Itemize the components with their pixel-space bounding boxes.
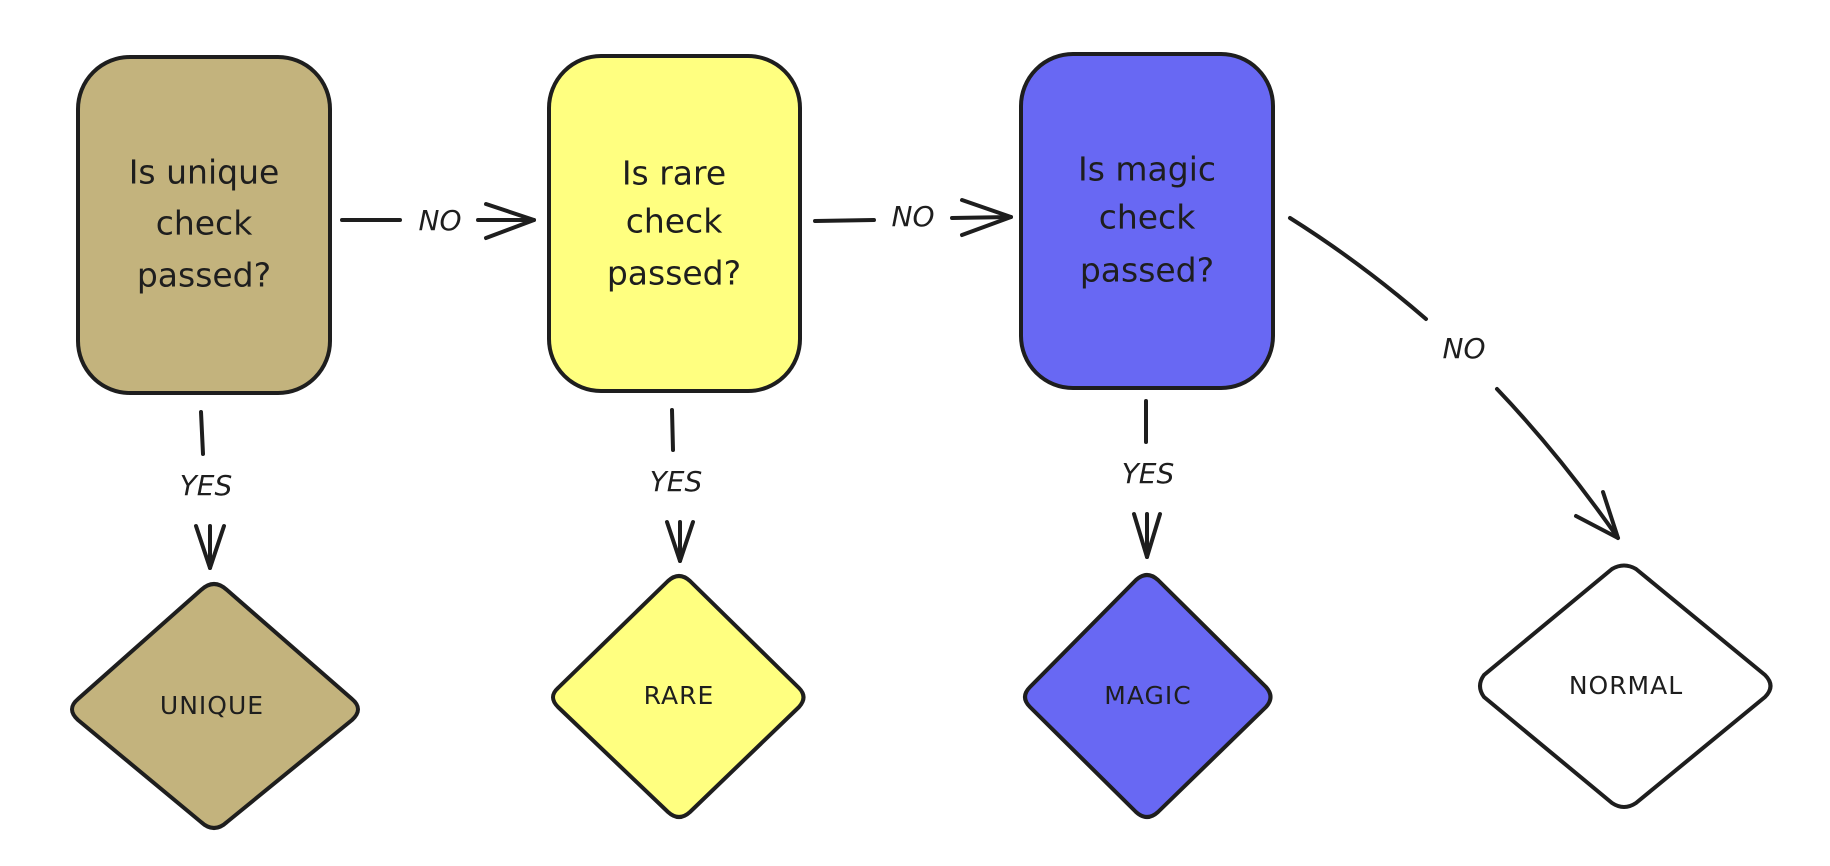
arrowhead-icon <box>1574 490 1620 540</box>
decision-magic-box <box>1019 52 1275 390</box>
arrowhead-icon <box>960 198 1013 237</box>
decision-magic-line-2: check <box>1099 198 1197 237</box>
decision-magic[interactable]: Is magic check passed? <box>1019 52 1275 390</box>
outcome-normal-label: NORMAL <box>1569 671 1683 700</box>
edge-rare-to-magic[interactable]: NO <box>813 198 1013 237</box>
outcome-magic[interactable]: MAGIC <box>1023 573 1273 819</box>
outcome-magic-label: MAGIC <box>1104 681 1191 710</box>
edge-line <box>1495 387 1620 540</box>
arrowhead-icon <box>484 202 536 240</box>
edge-yes-label: YES <box>1122 457 1175 490</box>
decision-unique-line-3: passed? <box>137 256 271 295</box>
outcome-normal-diamond <box>1478 563 1773 809</box>
decision-unique[interactable]: Is unique check passed? <box>76 55 332 395</box>
edge-yes-label: YES <box>180 469 233 502</box>
edge-line <box>950 215 1013 220</box>
edge-magic-to-normal[interactable]: NO <box>1288 216 1620 540</box>
decision-magic-line-1: Is magic <box>1078 150 1216 189</box>
decision-rare-line-1: Is rare <box>622 154 726 193</box>
edge-no-label: NO <box>419 204 462 237</box>
outcome-rare-label: RARE <box>644 681 715 710</box>
edge-no-label: NO <box>892 200 935 233</box>
edge-unique-yes[interactable]: YES <box>180 410 233 570</box>
outcome-magic-diamond <box>1023 573 1273 819</box>
edge-unique-to-rare[interactable]: NO <box>340 202 536 240</box>
outcome-normal[interactable]: NORMAL <box>1478 563 1773 809</box>
arrowhead-icon <box>194 524 226 570</box>
outcome-unique[interactable]: UNIQUE <box>70 582 360 830</box>
edge-rare-yes[interactable]: YES <box>650 408 703 563</box>
edge-line <box>813 218 876 223</box>
decision-unique-box <box>76 55 332 395</box>
outcome-rare-diamond <box>551 574 806 819</box>
edge-line <box>199 410 205 456</box>
decision-rare-line-2: check <box>626 202 724 241</box>
decision-unique-line-1: Is unique <box>129 153 280 192</box>
edge-yes-label: YES <box>650 465 703 498</box>
arrowhead-icon <box>1132 512 1162 559</box>
decision-unique-line-2: check <box>156 204 254 243</box>
edge-line <box>1288 216 1428 321</box>
edge-line <box>670 408 675 452</box>
decision-rare-box <box>547 54 802 393</box>
arrowhead-icon <box>665 520 695 563</box>
outcome-unique-label: UNIQUE <box>160 691 264 720</box>
edge-no-label: NO <box>1443 332 1486 365</box>
decision-magic-line-3: passed? <box>1080 251 1214 290</box>
outcome-unique-diamond <box>70 582 360 830</box>
edge-magic-yes[interactable]: YES <box>1122 399 1175 559</box>
decision-rare-line-3: passed? <box>607 254 741 293</box>
outcome-rare[interactable]: RARE <box>551 574 806 819</box>
decision-rare[interactable]: Is rare check passed? <box>547 54 802 393</box>
